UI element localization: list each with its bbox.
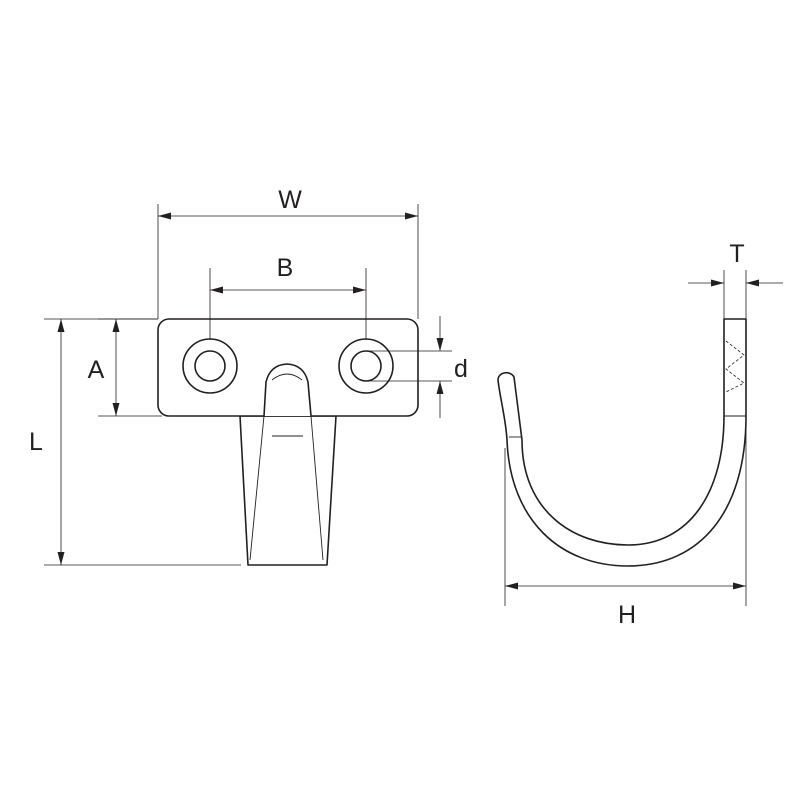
screw-hole-right-inner — [350, 350, 382, 382]
hook-neck-inner — [271, 373, 303, 381]
dimension-label-t: T — [729, 240, 744, 268]
stem-edge-left — [249, 415, 265, 561]
a-arrow-top — [112, 319, 120, 332]
t-arrow-left — [711, 279, 724, 287]
a-arrow-bottom — [112, 403, 120, 416]
b-arrow-right — [353, 286, 366, 294]
countersink-hidden-lines — [725, 340, 745, 393]
side-view — [497, 318, 747, 567]
l-arrow-bottom — [57, 552, 65, 565]
h-arrow-left — [505, 582, 518, 590]
dimension-label-w: W — [278, 186, 302, 214]
dimension-label-h: H — [618, 601, 636, 629]
screw-hole-left-inner — [194, 350, 226, 382]
dimension-label-a: A — [88, 356, 105, 384]
front-view — [157, 318, 419, 566]
dimension-label-b: B — [277, 254, 294, 282]
d-arrow-top — [436, 338, 444, 351]
front-dimensions: W B A L d — [29, 186, 468, 566]
hook-side-profile — [497, 318, 747, 567]
b-arrow-left — [210, 286, 223, 294]
w-arrow-right — [405, 212, 418, 220]
t-arrow-right — [746, 279, 759, 287]
d-arrow-bottom — [436, 381, 444, 394]
side-dimensions: T H — [504, 240, 783, 629]
h-arrow-right — [733, 582, 746, 590]
stem-edge-right — [310, 415, 324, 561]
dimension-label-d: d — [454, 355, 468, 383]
l-arrow-top — [57, 319, 65, 332]
hook-neck — [263, 363, 312, 417]
w-arrow-left — [158, 212, 171, 220]
dimension-label-l: L — [29, 428, 43, 456]
